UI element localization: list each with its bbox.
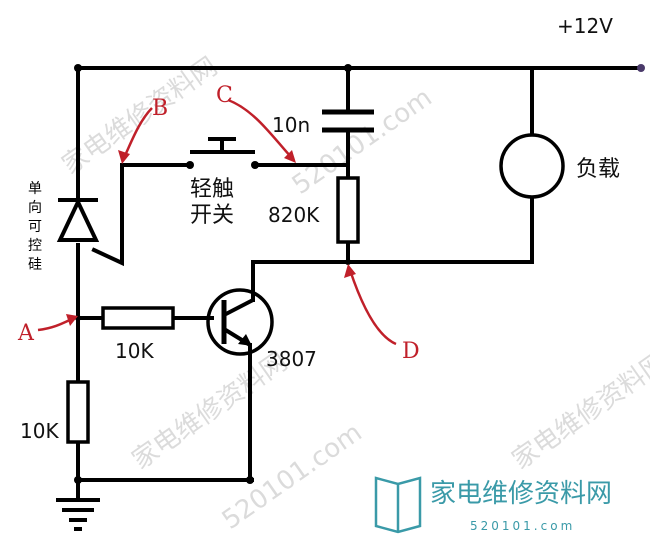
- resistor-10k-base: [101, 306, 175, 330]
- capacitor: [322, 109, 374, 133]
- junction-dot: [74, 64, 82, 72]
- transistor-emitter-arrow: [238, 334, 252, 346]
- transistor-envelope: [206, 288, 274, 356]
- book-icon: [374, 476, 422, 534]
- transistor-3807: [206, 288, 274, 356]
- supply-label: +12V: [557, 14, 613, 38]
- annotation-arrowheads: [66, 150, 356, 326]
- junction-dot: [246, 476, 254, 484]
- point-b-label: B: [152, 96, 168, 121]
- watermark-url: 520101.com: [287, 83, 438, 201]
- resistor-10k-bottom: [66, 380, 90, 444]
- junction-dot: [74, 476, 82, 484]
- scr-triangle: [56, 197, 100, 242]
- scr-label-char: 硅: [28, 257, 42, 273]
- scr-symbol: [56, 197, 100, 242]
- arrowhead-c: [284, 150, 296, 163]
- point-d-label: D: [402, 339, 420, 364]
- arrow-c: [227, 98, 293, 159]
- logo-url: 520101.com: [470, 519, 575, 533]
- switch-contact-left: [186, 161, 194, 169]
- gate-wire: [91, 163, 192, 267]
- switch-label-line2: 开关: [190, 203, 234, 228]
- arrowhead-a: [66, 314, 78, 326]
- watermark-layer: 家电维修资料网 520101.com 家电维修资料网 520101.com 家电…: [57, 52, 650, 536]
- point-a-label: A: [17, 321, 35, 346]
- resistor-bottom-label: 10K: [20, 419, 59, 443]
- wires: [76, 66, 642, 502]
- watermark-cn: 家电维修资料网: [57, 52, 223, 181]
- switch-label-line1: 轻触: [190, 177, 234, 202]
- scr-label-char: 向: [28, 200, 42, 216]
- resistor-820k: [336, 176, 360, 244]
- arrow-d: [348, 269, 397, 346]
- tactile-switch: [190, 137, 255, 154]
- resistor-base-label: 10K: [115, 339, 154, 363]
- resistor-820k-label: 820K: [268, 203, 320, 227]
- transistor-label: 3807: [266, 347, 317, 371]
- junction-dot: [345, 259, 351, 265]
- switch-contact-right: [251, 161, 259, 169]
- scr-label-char: 单: [28, 181, 42, 197]
- transistor-collector-lead: [223, 298, 254, 317]
- scr-label-char: 可: [28, 219, 42, 235]
- load-symbol: [499, 133, 565, 199]
- site-logo: 家电维修资料网 520101.com: [374, 476, 612, 534]
- arrowhead-b: [118, 150, 130, 164]
- watermark-url: 520101.com: [217, 418, 368, 536]
- scr-label-char: 控: [28, 238, 42, 254]
- supply-terminal: [637, 64, 645, 72]
- load-label: 负载: [576, 157, 620, 182]
- watermark-cn: 家电维修资料网: [507, 347, 650, 476]
- arrowhead-d: [344, 264, 356, 278]
- junction-dot: [344, 64, 352, 72]
- ground-symbol: [56, 498, 100, 531]
- scr-label: 单 向 可 控 硅: [28, 181, 42, 273]
- capacitor-label: 10n: [272, 113, 310, 137]
- logo-text: 家电维修资料网: [430, 479, 612, 509]
- point-c-label: C: [216, 83, 233, 108]
